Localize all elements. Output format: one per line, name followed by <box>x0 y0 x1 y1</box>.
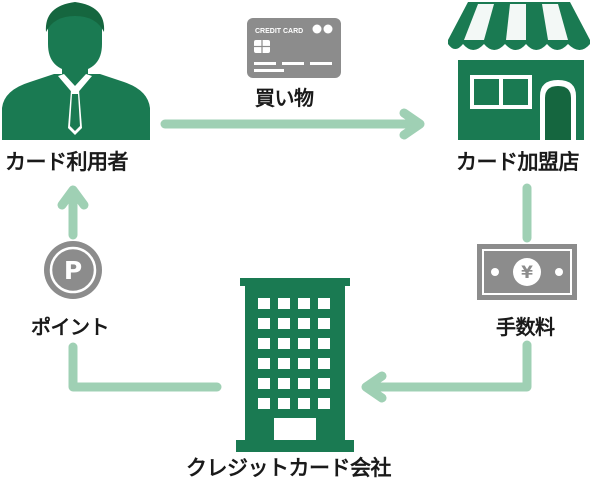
svg-text:CREDIT CARD: CREDIT CARD <box>255 28 303 35</box>
arrow-fee <box>361 183 532 403</box>
building-window <box>298 358 310 369</box>
svg-text:¥: ¥ <box>521 263 533 283</box>
building-window <box>258 378 270 389</box>
building-window <box>318 298 330 309</box>
building-window <box>278 398 290 409</box>
building-window <box>298 298 310 309</box>
building-window <box>258 398 270 409</box>
merchant-shop-icon <box>448 2 590 140</box>
node-label-card-user: カード利用者 <box>5 150 129 174</box>
flow-label-purchase: 買い物 <box>255 86 314 110</box>
building-window <box>318 378 330 389</box>
arrow-purchase <box>160 108 425 140</box>
building-window <box>278 338 290 349</box>
building-window <box>318 358 330 369</box>
building-window <box>278 378 290 389</box>
building-window <box>318 398 330 409</box>
flow-label-points: ポイント <box>31 315 110 339</box>
building-window <box>318 338 330 349</box>
building-window <box>278 298 290 309</box>
building-window <box>258 298 270 309</box>
building-window <box>298 318 310 329</box>
building-window <box>318 318 330 329</box>
building-window <box>298 338 310 349</box>
building-window <box>258 358 270 369</box>
banknote-yen-icon: ¥ <box>477 244 577 300</box>
arrow-points <box>57 185 222 392</box>
building-window <box>298 378 310 389</box>
building-window <box>278 318 290 329</box>
flow-label-fee: 手数料 <box>496 315 555 339</box>
node-label-merchant: カード加盟店 <box>456 150 580 174</box>
node-label-card-company: クレジットカード会社 <box>186 456 392 480</box>
points-coin-icon: P <box>44 241 102 299</box>
building-window <box>298 398 310 409</box>
credit-card-icon: CREDIT CARD <box>247 18 341 78</box>
card-company-building-icon <box>236 278 354 452</box>
svg-text:P: P <box>64 256 82 285</box>
card-user-icon <box>2 2 150 140</box>
building-window <box>258 338 270 349</box>
building-window <box>258 318 270 329</box>
building-window <box>278 358 290 369</box>
